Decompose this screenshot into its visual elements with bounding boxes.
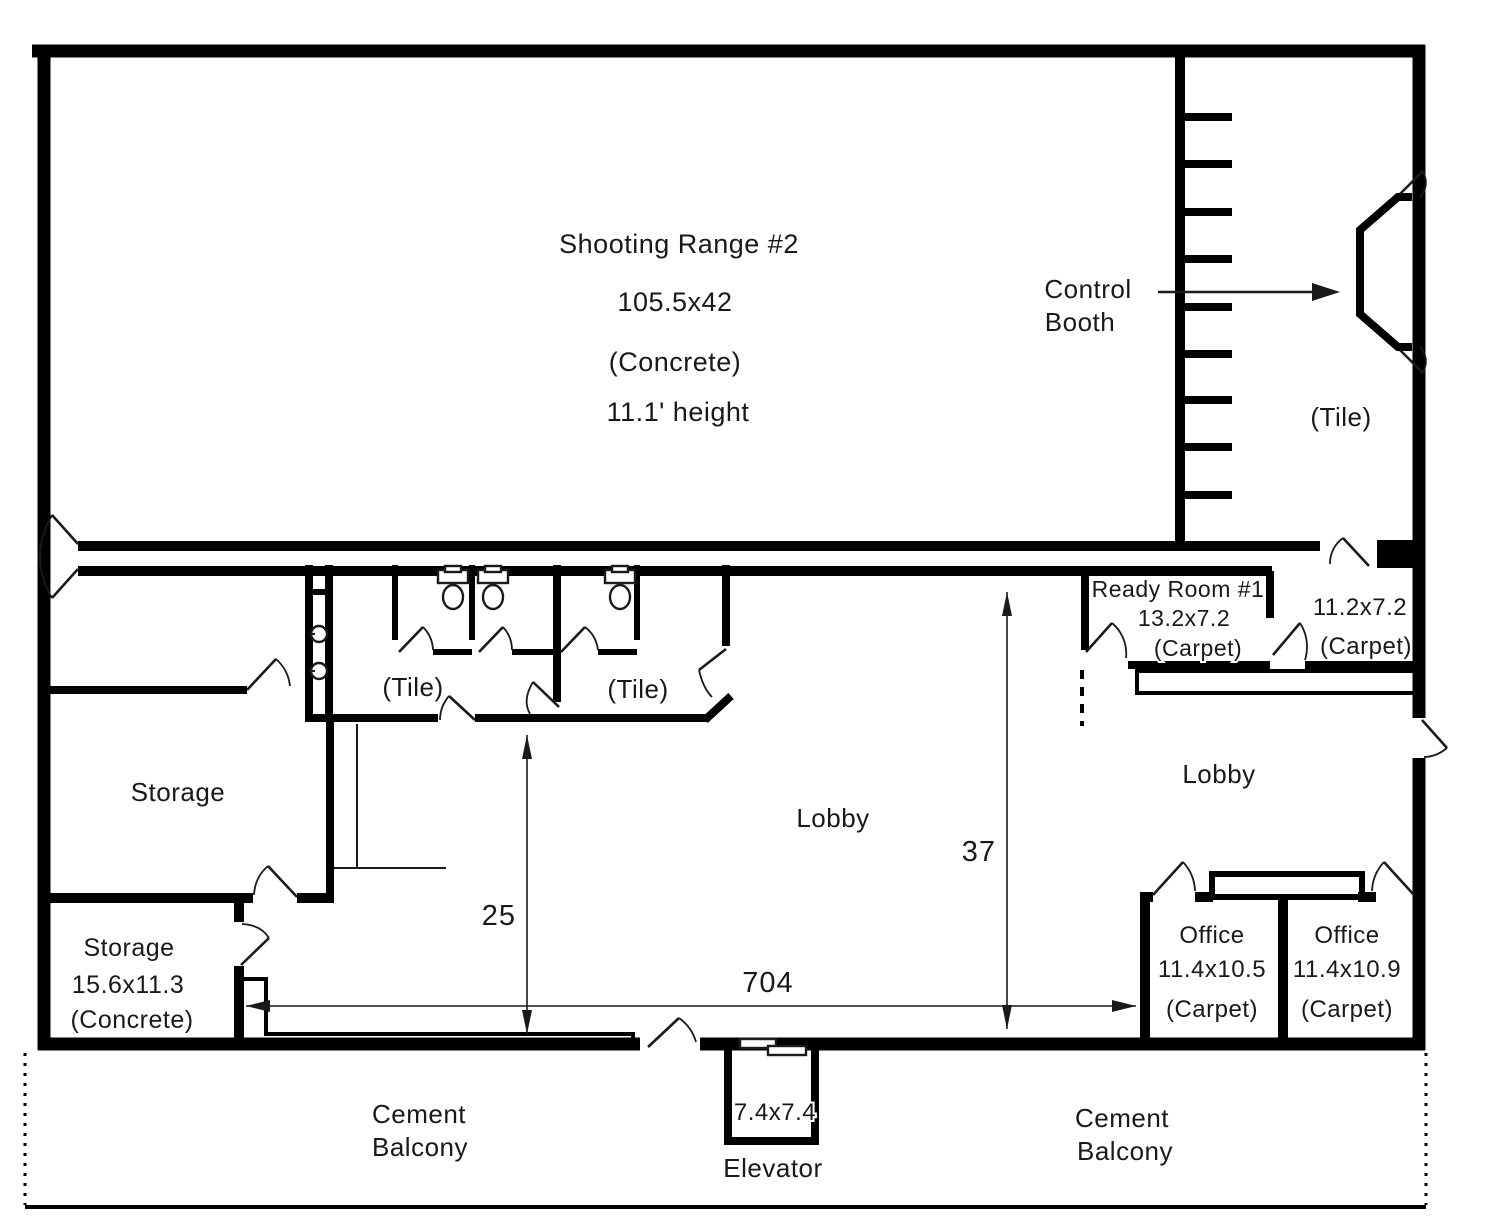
office-right-size: 11.4x10.9 xyxy=(1293,956,1401,983)
lobby-step-lines xyxy=(241,724,635,1043)
dimension-37 xyxy=(1002,592,1012,1029)
tile-room-door xyxy=(1329,537,1370,567)
ready-room-size: 13.2x7.2 xyxy=(1138,605,1230,631)
ready-room-walls xyxy=(1080,571,1421,726)
shooting-range-material: (Concrete) xyxy=(609,347,742,377)
lobby-center-label: Lobby xyxy=(796,803,869,833)
sink-fixture-bottom xyxy=(309,661,329,681)
control-booth-bay xyxy=(1356,170,1427,374)
booth-door-bottom-arc xyxy=(1419,346,1427,374)
balcony-right-label-2: Balcony xyxy=(1077,1136,1173,1166)
dimension-704 xyxy=(246,1000,1136,1012)
ready-room-material: (Carpet) xyxy=(1154,635,1242,661)
corridor-left-double-doors xyxy=(39,514,79,599)
office-left-size: 11.4x10.5 xyxy=(1158,956,1266,983)
storage-lower-size: 15.6x11.3 xyxy=(72,971,184,999)
balcony-left-label-1: Cement xyxy=(372,1099,466,1129)
dimension-704-label: 704 xyxy=(742,967,793,999)
ready-room-name: Ready Room #1 xyxy=(1092,576,1265,602)
balcony-left-label-2: Balcony xyxy=(372,1132,468,1162)
dimension-37-label: 37 xyxy=(962,836,996,868)
shooting-range-height: 11.1' height xyxy=(607,397,750,427)
booth-door-top-leaf xyxy=(1399,170,1424,195)
bathroom-walls xyxy=(329,565,734,723)
lobby-right-label: Lobby xyxy=(1182,759,1255,789)
right-exterior-door xyxy=(1421,719,1448,758)
storage-rooms xyxy=(38,718,334,1050)
shooting-range-size: 105.5x42 xyxy=(617,287,732,317)
office-left-material: (Carpet) xyxy=(1166,996,1258,1023)
tile-room-right-label: (Tile) xyxy=(1310,402,1371,432)
office-walls xyxy=(1140,861,1425,1044)
dimension-25 xyxy=(522,735,532,1034)
storage-lower-name: Storage xyxy=(83,934,174,962)
utility-strip xyxy=(305,565,333,722)
bathroom-entry-doors xyxy=(439,647,727,721)
upper-left-room xyxy=(38,658,291,694)
office-right-material: (Carpet) xyxy=(1301,996,1393,1023)
booth-door-top-arc xyxy=(1419,170,1427,198)
balcony-right-label-1: Cement xyxy=(1075,1103,1169,1133)
storage-lower-material: (Concrete) xyxy=(70,1006,193,1034)
bathroom-right-label: (Tile) xyxy=(607,674,668,704)
dimension-25-label: 25 xyxy=(482,900,516,932)
exterior-walls xyxy=(32,44,1426,1051)
bathroom-left-label: (Tile) xyxy=(382,672,443,702)
toilet-icon-1 xyxy=(436,564,470,611)
office-right-name: Office xyxy=(1314,922,1379,949)
lobby-counter xyxy=(1135,669,1421,695)
booth-door-bottom-leaf xyxy=(1399,349,1424,374)
control-booth-label-2: Booth xyxy=(1045,307,1115,337)
office-left-name: Office xyxy=(1179,922,1244,949)
office-closet xyxy=(1209,871,1365,900)
range-and-corridor-walls xyxy=(78,45,1422,576)
storage-upper-label: Storage xyxy=(131,777,226,807)
bathroom-stall-doors xyxy=(398,626,599,653)
shooting-lane-baffles xyxy=(1184,113,1232,499)
main-entry-door xyxy=(647,1017,697,1048)
shooting-range-name: Shooting Range #2 xyxy=(559,229,799,259)
sink-fixture-top xyxy=(309,624,329,644)
control-booth-arrow xyxy=(1158,283,1340,301)
room-11-2-material: (Carpet) xyxy=(1320,633,1412,660)
elevator-sliding-door-2 xyxy=(766,1044,808,1057)
toilet-fixtures xyxy=(436,564,637,611)
room-11-2-size: 11.2x7.2 xyxy=(1313,594,1407,621)
toilet-icon-3 xyxy=(603,564,637,611)
balcony-outline xyxy=(23,1053,1428,1209)
toilet-icon-2 xyxy=(476,564,510,611)
elevator-name: Elevator xyxy=(723,1153,822,1183)
elevator-size: 7.4x7.4 xyxy=(734,1099,816,1126)
elevator-shaft xyxy=(724,1037,819,1145)
control-booth-label-1: Control xyxy=(1044,274,1131,304)
elevator-sliding-door xyxy=(738,1037,778,1050)
